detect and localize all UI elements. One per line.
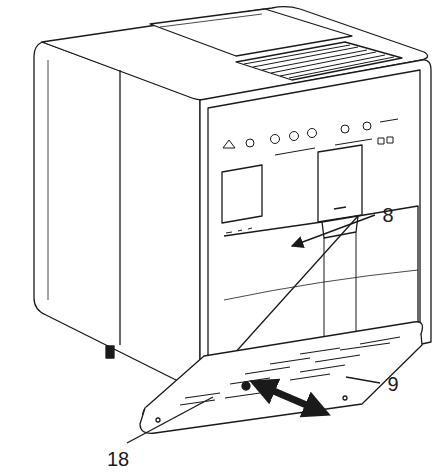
callout-number: 18 <box>107 449 129 469</box>
callout-number: 8 <box>382 205 393 225</box>
callout-number: 9 <box>387 374 398 394</box>
